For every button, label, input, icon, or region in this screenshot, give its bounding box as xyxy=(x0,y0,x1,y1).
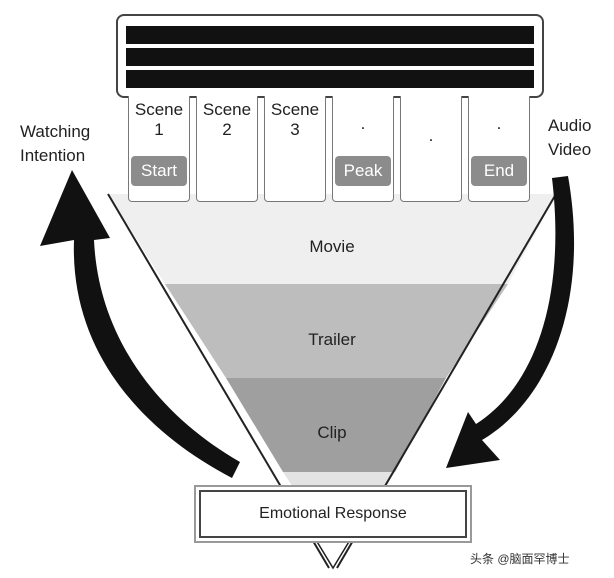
scene-label-5: . xyxy=(428,126,434,145)
layer-label-trailer: Trailer xyxy=(308,330,356,349)
scene-label-4: . xyxy=(360,114,366,133)
watermark: 头条 @脑面罕博士 xyxy=(470,552,570,566)
scene-card-2: Scene 2 xyxy=(196,96,258,202)
scene-tag-start: Start xyxy=(131,156,187,186)
scene-tag-peak: Peak xyxy=(335,156,391,186)
watching-intention-label: Watching Intention xyxy=(20,122,91,165)
film-frame-row-1 xyxy=(126,26,534,44)
scene-card-6: . End xyxy=(468,96,530,202)
watching-intention-arrow xyxy=(40,170,240,478)
film-frame-row-3 xyxy=(126,70,534,88)
scene-label-6: . xyxy=(496,114,502,133)
funnel-tip xyxy=(314,539,352,570)
funnel-layer-trailer xyxy=(165,284,508,378)
film-frame-row-2 xyxy=(126,48,534,66)
scene-card-5: . xyxy=(400,96,462,202)
funnel-layer-clip xyxy=(226,378,446,472)
scene-card-4: . Peak xyxy=(332,96,394,202)
layer-label-movie: Movie xyxy=(309,237,355,256)
layer-label-clip: Clip xyxy=(317,423,347,442)
film-strip xyxy=(116,14,544,98)
funnel-layer-base xyxy=(283,472,395,492)
scene-tag-end: End xyxy=(471,156,527,186)
scene-label-1: Scene 1 xyxy=(134,100,184,139)
scene-card-3: Scene 3 xyxy=(264,96,326,202)
audio-video-label: Audio Video xyxy=(548,116,592,159)
scene-card-1: Scene 1 Start xyxy=(128,96,190,202)
emotional-response-box: Emotional Response xyxy=(199,490,467,538)
scene-label-2: Scene 2 xyxy=(202,100,252,139)
funnel-layer-movie xyxy=(108,194,556,284)
audio-video-arrow xyxy=(446,176,575,468)
emotional-response-label: Emotional Response xyxy=(259,505,407,522)
scene-label-3: Scene 3 xyxy=(270,100,320,139)
